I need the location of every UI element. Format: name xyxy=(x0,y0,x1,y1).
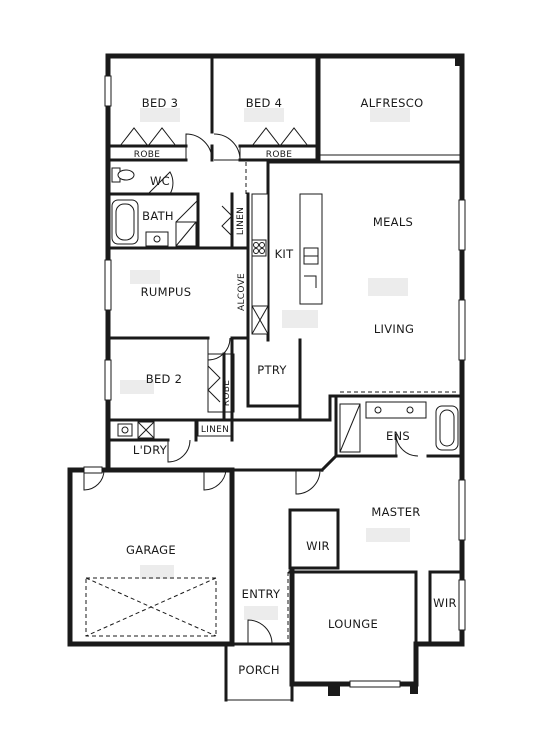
room-label-robe-bed4: ROBE xyxy=(266,150,292,160)
robe-doors xyxy=(119,127,309,403)
room-label-kit: KIT xyxy=(275,247,295,261)
label-shading xyxy=(120,108,410,620)
room-label-ptry: PTRY xyxy=(257,363,287,377)
room-label-wir-master: WIR xyxy=(306,539,330,553)
room-label-ens: ENS xyxy=(386,429,410,443)
room-label-linen-ldry: LINEN xyxy=(201,425,229,435)
room-label-meals: MEALS xyxy=(373,215,413,229)
room-label-rumpus: RUMPUS xyxy=(141,285,192,299)
room-label-robe-bed3: ROBE xyxy=(134,150,160,160)
garage-door xyxy=(85,577,217,637)
linen-cupboards xyxy=(197,419,233,437)
room-label-ldry: L'DRY xyxy=(133,443,168,457)
room-label-lounge: LOUNGE xyxy=(328,617,378,631)
room-label-wir-lounge: WIR xyxy=(433,596,457,610)
room-label-robe-bed2: ROBE xyxy=(222,380,232,406)
room-label-bed3: BED 3 xyxy=(142,96,178,110)
room-label-porch: PORCH xyxy=(238,663,280,677)
room-label-living: LIVING xyxy=(374,322,414,336)
room-label-bed4: BED 4 xyxy=(246,96,282,110)
room-label-bed2: BED 2 xyxy=(146,372,182,386)
room-label-garage: GARAGE xyxy=(126,543,176,557)
kitchen-fittings xyxy=(251,193,323,335)
room-label-bath: BATH xyxy=(142,209,174,223)
room-label-alcove: ALCOVE xyxy=(237,273,247,311)
bathroom-fixtures xyxy=(111,167,459,453)
room-label-entry: ENTRY xyxy=(242,587,281,601)
room-label-alfresco: ALFRESCO xyxy=(361,96,424,110)
room-labels: BED 3 BED 4 ALFRESCO ROBE ROBE WC BATH L… xyxy=(126,96,457,677)
door-swings xyxy=(83,133,419,645)
room-label-linen-hall: LINEN xyxy=(236,207,246,235)
room-label-master: MASTER xyxy=(371,505,420,519)
windows xyxy=(83,75,466,688)
dashed-lines xyxy=(231,162,458,644)
room-label-wc: WC xyxy=(150,174,170,188)
